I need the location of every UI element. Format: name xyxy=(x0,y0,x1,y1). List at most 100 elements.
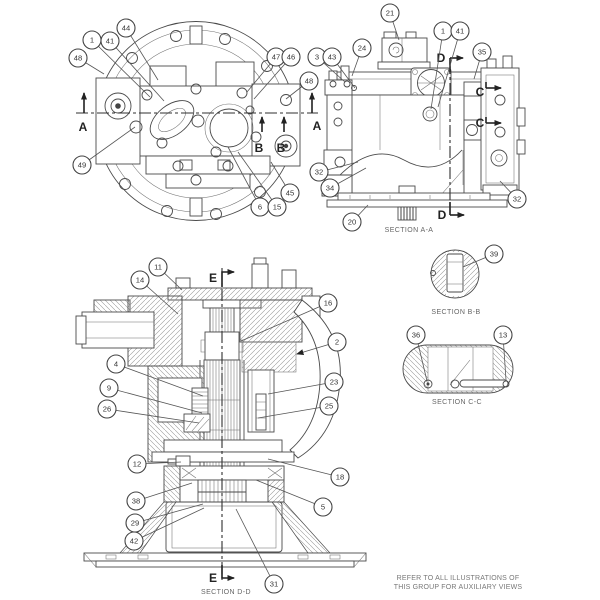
svg-text:16: 16 xyxy=(324,299,332,308)
svg-text:39: 39 xyxy=(490,250,498,259)
svg-text:21: 21 xyxy=(386,9,394,18)
svg-text:3: 3 xyxy=(315,53,319,62)
svg-text:1: 1 xyxy=(90,36,94,45)
callout-aa-21: 21 xyxy=(380,3,400,23)
section-aa-label: SECTION A-A xyxy=(385,227,434,234)
note-line-1: REFER TO ALL ILLUSTRATIONS OF xyxy=(397,575,520,582)
section-letter-a-left: A xyxy=(79,120,88,134)
callout-tv-41: 41 xyxy=(100,31,120,51)
svg-text:20: 20 xyxy=(348,218,356,227)
svg-text:4: 4 xyxy=(114,360,118,369)
section-cc-drawing xyxy=(402,344,514,394)
callout-tv-44: 44 xyxy=(116,18,136,38)
svg-text:46: 46 xyxy=(287,53,295,62)
svg-text:44: 44 xyxy=(122,24,130,33)
callout-tv-48-left: 48 xyxy=(68,48,88,68)
svg-text:14: 14 xyxy=(136,276,144,285)
section-letter-e-bottom: E xyxy=(209,571,217,585)
callout-dd-5: 5 xyxy=(313,497,333,517)
svg-text:26: 26 xyxy=(103,405,111,414)
section-letter-d-top: D xyxy=(437,51,446,65)
svg-text:15: 15 xyxy=(273,203,281,212)
callout-tv-48-right: 48 xyxy=(299,71,319,91)
section-line-e-e: E E xyxy=(209,268,235,585)
callout-dd-11: 11 xyxy=(148,257,168,277)
svg-text:49: 49 xyxy=(78,161,86,170)
section-dd-label: SECTION D-D xyxy=(201,589,251,596)
callout-tv-6: 6 xyxy=(250,197,270,217)
section-cc-label: SECTION C-C xyxy=(432,399,482,406)
svg-text:9: 9 xyxy=(107,384,111,393)
svg-text:31: 31 xyxy=(270,580,278,589)
svg-text:35: 35 xyxy=(478,48,486,57)
svg-text:18: 18 xyxy=(336,473,344,482)
svg-text:25: 25 xyxy=(325,402,333,411)
section-letter-c-bottom: C xyxy=(476,116,485,130)
svg-text:5: 5 xyxy=(321,503,325,512)
callout-cc-36: 36 xyxy=(406,325,426,345)
callout-tv-1: 1 xyxy=(82,30,102,50)
section-bb-drawing xyxy=(430,249,480,299)
section-letter-c-top: C xyxy=(476,85,485,99)
section-line-a-a: A A B B xyxy=(76,92,322,155)
callout-dd-31: 31 xyxy=(264,574,284,594)
callout-tv-45: 45 xyxy=(280,183,300,203)
svg-text:41: 41 xyxy=(106,37,114,46)
svg-text:23: 23 xyxy=(330,378,338,387)
svg-text:47: 47 xyxy=(272,53,280,62)
section-line-c-c: C C xyxy=(476,82,502,130)
svg-text:6: 6 xyxy=(258,203,262,212)
section-letter-e-top: E xyxy=(209,271,217,285)
section-dd-leader-lines xyxy=(106,266,341,585)
section-letter-b-left: B xyxy=(255,141,264,155)
callout-dd-18: 18 xyxy=(330,467,350,487)
callout-dd-14: 14 xyxy=(130,270,150,290)
svg-text:45: 45 xyxy=(286,189,294,198)
section-letter-a-right: A xyxy=(313,119,322,133)
callout-aa-1: 1 xyxy=(433,21,453,41)
callout-tv-46: 46 xyxy=(281,47,301,67)
callout-dd-2: 2 xyxy=(327,332,347,352)
svg-text:11: 11 xyxy=(154,263,162,272)
callout-aa-32-left: 32 xyxy=(309,162,329,182)
callout-dd-16: 16 xyxy=(318,293,338,313)
svg-text:48: 48 xyxy=(74,54,82,63)
callout-aa-24: 24 xyxy=(352,38,372,58)
callout-dd-26: 26 xyxy=(97,399,117,419)
callout-dd-38: 38 xyxy=(126,491,146,511)
svg-text:34: 34 xyxy=(326,184,334,193)
svg-text:12: 12 xyxy=(133,460,141,469)
callout-dd-25: 25 xyxy=(319,396,339,416)
section-bb-label: SECTION B-B xyxy=(431,309,480,316)
callout-bb-39: 39 xyxy=(484,244,504,264)
callout-tv-49: 49 xyxy=(72,155,92,175)
svg-text:1: 1 xyxy=(441,27,445,36)
svg-text:24: 24 xyxy=(358,44,366,53)
top-flange-view-drawing xyxy=(95,21,301,221)
svg-text:32: 32 xyxy=(513,195,521,204)
callout-dd-29: 29 xyxy=(125,513,145,533)
auxiliary-views-note: REFER TO ALL ILLUSTRATIONS OF THIS GROUP… xyxy=(394,575,523,591)
callout-cc-13: 13 xyxy=(493,325,513,345)
callout-aa-41: 41 xyxy=(450,21,470,41)
section-letter-b-right: B xyxy=(277,141,286,155)
callout-tv-15: 15 xyxy=(267,197,287,217)
callout-aa-35: 35 xyxy=(472,42,492,62)
section-letter-d-bottom: D xyxy=(438,208,447,222)
callout-aa-32-right: 32 xyxy=(507,189,527,209)
callout-dd-9: 9 xyxy=(99,378,119,398)
svg-text:29: 29 xyxy=(131,519,139,528)
callout-dd-4: 4 xyxy=(106,354,126,374)
callout-dd-23: 23 xyxy=(324,372,344,392)
section-aa-drawing xyxy=(321,31,526,221)
svg-text:42: 42 xyxy=(130,537,138,546)
note-line-2: THIS GROUP FOR AUXILIARY VIEWS xyxy=(394,584,523,591)
svg-text:48: 48 xyxy=(305,77,313,86)
svg-text:2: 2 xyxy=(335,338,339,347)
svg-text:41: 41 xyxy=(456,27,464,36)
callout-aa-43: 43 xyxy=(322,47,342,67)
callout-aa-20: 20 xyxy=(342,212,362,232)
svg-text:32: 32 xyxy=(315,168,323,177)
